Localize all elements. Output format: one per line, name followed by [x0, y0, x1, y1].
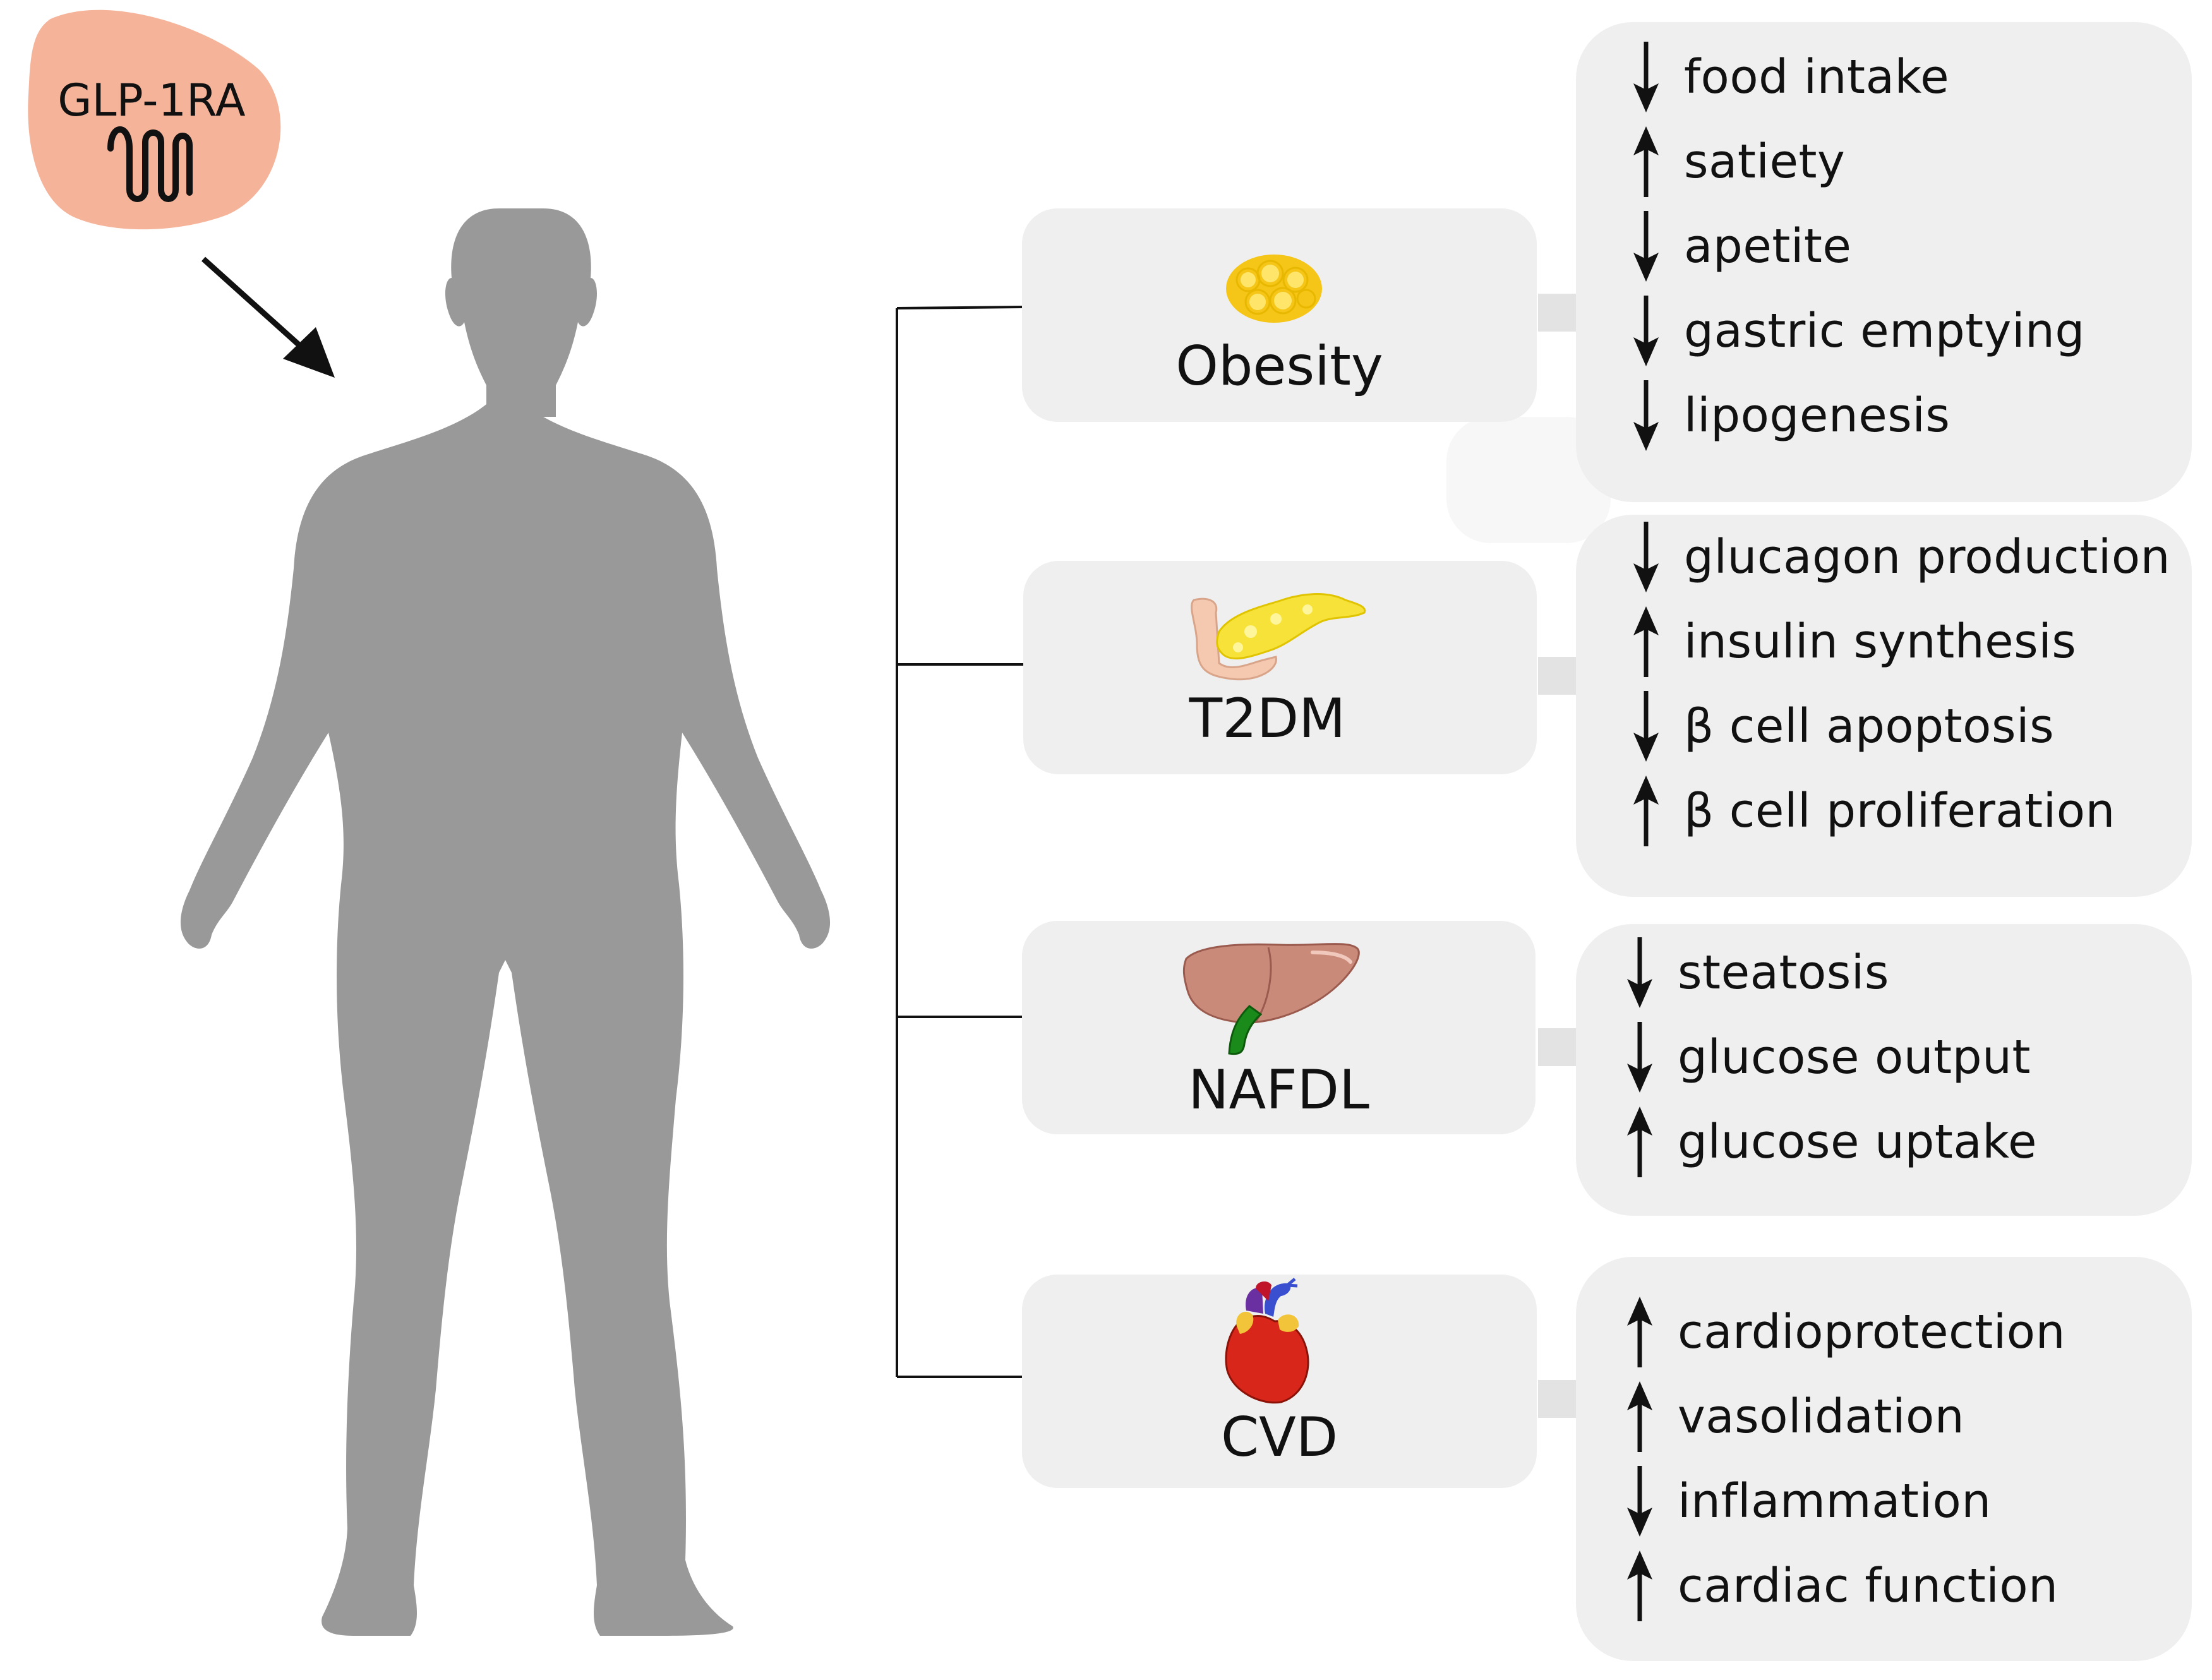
arrow-down-icon: [1633, 296, 1659, 366]
arrow-up-icon: [1627, 1551, 1652, 1621]
effect-row: β cell proliferation: [1623, 769, 2115, 853]
effect-label: inflammation: [1678, 1474, 1992, 1528]
disease-label-t2dm: T2DM: [1189, 687, 1346, 750]
effect-row: cardioprotection: [1617, 1290, 2065, 1374]
effect-direction: [1617, 1100, 1662, 1184]
pancreas-icon: [1191, 593, 1366, 681]
effect-label: gastric emptying: [1684, 304, 2085, 358]
arrow-down-icon: [1633, 522, 1659, 592]
effects-card-obesity: food intake satiety apetite gastric emptyin…: [1576, 22, 2192, 502]
effect-row: gastric emptying: [1623, 289, 2085, 373]
effect-direction: [1617, 1459, 1662, 1544]
effect-direction: [1617, 1544, 1662, 1628]
arrow-up-icon: [1633, 126, 1659, 197]
effect-label: lipogenesis: [1684, 388, 1951, 443]
effect-label: vasolidation: [1678, 1389, 1965, 1444]
effect-label: apetite: [1684, 219, 1852, 273]
effect-direction: [1617, 930, 1662, 1015]
effect-label: cardioprotection: [1678, 1305, 2065, 1359]
effect-direction: [1623, 289, 1669, 373]
effects-card-cvd: cardioprotection vasolidation inflammation…: [1576, 1257, 2192, 1661]
arrow-down-icon: [1627, 1022, 1652, 1093]
effect-label: β cell proliferation: [1684, 784, 2115, 838]
effect-row: inflammation: [1617, 1459, 1992, 1544]
effect-row: glucose output: [1617, 1015, 2031, 1100]
effect-row: glucose uptake: [1617, 1100, 2037, 1184]
effect-direction: [1623, 204, 1669, 289]
adipose-tissue-icon: [1226, 255, 1322, 323]
effect-label: satiety: [1684, 135, 1846, 189]
effect-row: vasolidation: [1617, 1374, 1964, 1459]
effect-direction: [1623, 599, 1669, 684]
agent-arrow: [201, 256, 335, 378]
agent-label: GLP-1RA: [57, 75, 246, 126]
effect-row: insulin synthesis: [1623, 599, 2076, 684]
effect-label: insulin synthesis: [1684, 615, 2077, 669]
liver-icon: [1182, 943, 1360, 1055]
arrow-down-icon: [1633, 42, 1659, 112]
disease-card-obesity: Obesity: [1022, 208, 1537, 422]
effect-row: glucagon production: [1623, 515, 2170, 599]
arrow-up-icon: [1633, 776, 1659, 846]
effect-label: β cell apoptosis: [1684, 699, 2055, 753]
human-silhouette: [180, 208, 831, 1636]
arrow-up-icon: [1633, 606, 1659, 677]
effect-row: apetite: [1623, 204, 1851, 289]
effect-row: satiety: [1623, 119, 1845, 204]
arrow-down-icon: [1627, 1466, 1652, 1537]
effect-label: glucose output: [1678, 1030, 2031, 1084]
disease-card-t2dm: T2DM: [1023, 561, 1537, 774]
effects-card-t2dm: glucagon production insulin synthesis β ce…: [1576, 515, 2192, 897]
bracket-connector: [896, 306, 1024, 1378]
effect-direction: [1617, 1374, 1662, 1459]
effect-label: glucagon production: [1684, 530, 2170, 584]
arrow-down-icon: [1633, 380, 1659, 451]
disease-label-nafdl: NAFDL: [1188, 1059, 1369, 1122]
effect-direction: [1623, 769, 1669, 853]
disease-label-cvd: CVD: [1220, 1406, 1338, 1469]
effect-direction: [1623, 684, 1669, 769]
effect-direction: [1617, 1015, 1662, 1100]
effect-direction: [1617, 1290, 1662, 1374]
effect-row: β cell apoptosis: [1623, 684, 2054, 769]
effect-row: food intake: [1623, 35, 1949, 119]
effect-label: cardiac function: [1678, 1559, 2059, 1613]
effect-label: food intake: [1684, 50, 1950, 104]
glp1ra-badge: [28, 9, 281, 230]
effect-direction: [1623, 119, 1669, 204]
arrow-down-icon: [1633, 691, 1659, 762]
heart-icon: [1225, 1278, 1309, 1404]
arrow-down-icon: [1627, 937, 1652, 1008]
arrow-up-icon: [1627, 1297, 1652, 1367]
effect-row: cardiac function: [1617, 1544, 2059, 1628]
receptor-icon: [107, 126, 193, 202]
arrow-up-icon: [1627, 1107, 1652, 1177]
effects-backdrop: [1446, 417, 1611, 543]
effect-label: steatosis: [1678, 945, 1889, 1000]
card-connector-tabs: [1538, 294, 1576, 1418]
effect-direction: [1623, 373, 1669, 458]
effect-direction: [1623, 515, 1669, 599]
effects-card-nafdl: steatosis glucose output glucose uptake: [1576, 924, 2192, 1216]
disease-card-cvd: CVD: [1022, 1275, 1537, 1488]
arrow-up-icon: [1627, 1381, 1652, 1452]
disease-card-nafdl: NAFDL: [1022, 921, 1536, 1134]
disease-label-obesity: Obesity: [1175, 335, 1383, 398]
effect-row: steatosis: [1617, 930, 1889, 1015]
effect-row: lipogenesis: [1623, 373, 1950, 458]
effect-label: glucose uptake: [1678, 1115, 2037, 1169]
effect-direction: [1623, 35, 1669, 119]
arrow-down-icon: [1633, 211, 1659, 282]
